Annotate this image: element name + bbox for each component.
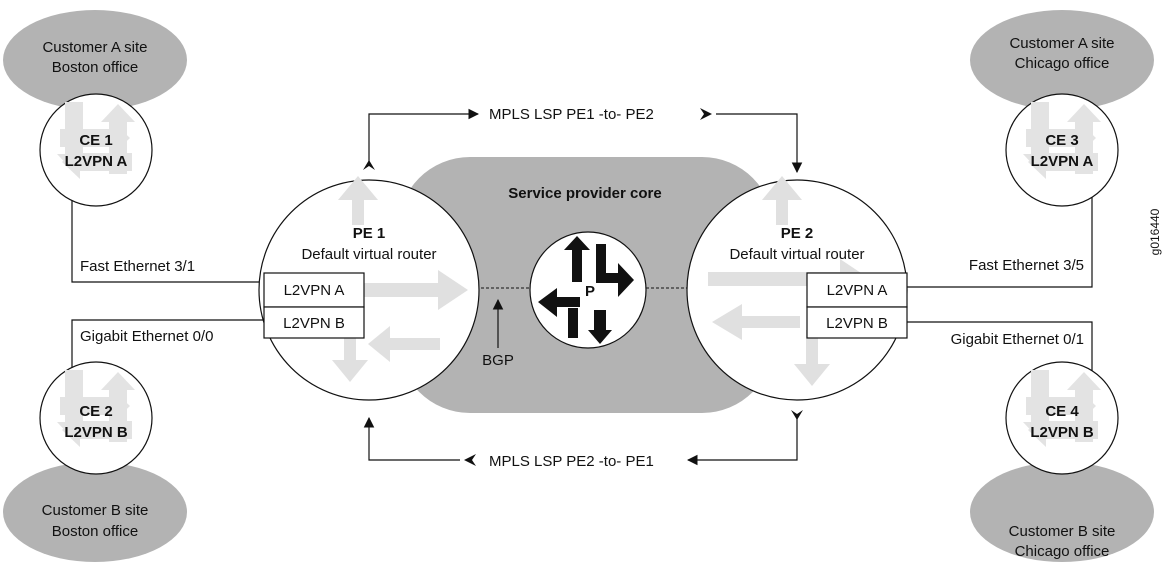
lsp-bottom-chevron-right bbox=[791, 410, 803, 420]
site-a-chicago-line1: Customer A site bbox=[1009, 35, 1114, 52]
lsp-top-chevron-right bbox=[700, 108, 712, 120]
router-pe1: PE 1 Default virtual router L2VPN A L2VP… bbox=[258, 176, 480, 401]
label-fe31: Fast Ethernet 3/1 bbox=[80, 258, 195, 275]
pe1-vpn-b-box bbox=[263, 306, 365, 339]
pe1-subtitle: Default virtual router bbox=[301, 246, 436, 263]
lsp-top-chevron-left bbox=[363, 160, 375, 170]
lsp-top-line-right bbox=[716, 113, 803, 174]
pe2-name: PE 2 bbox=[781, 225, 814, 242]
pe1-vpn-b: L2VPN B bbox=[283, 315, 345, 332]
pe2-vpn-a: L2VPN A bbox=[827, 282, 888, 299]
ce2-vpn: L2VPN B bbox=[64, 424, 128, 441]
site-a-chicago bbox=[970, 10, 1154, 110]
label-bgp: BGP bbox=[482, 352, 514, 369]
ce4-vpn: L2VPN B bbox=[1030, 424, 1094, 441]
ce3-vpn: L2VPN A bbox=[1031, 153, 1094, 170]
link-fast-ethernet-3-1 bbox=[71, 193, 264, 283]
pe1-arrow-left-icon bbox=[368, 326, 440, 362]
lsp-bottom-chevron-left bbox=[464, 454, 476, 466]
figure-id: g016440 bbox=[1148, 208, 1162, 255]
link-fast-ethernet-3-5 bbox=[895, 193, 1093, 288]
site-a-chicago-line2: Chicago office bbox=[1015, 55, 1110, 72]
p-arrow-up-right-icon bbox=[554, 236, 590, 282]
site-b-boston-line2: Boston office bbox=[52, 523, 138, 540]
label-fe35: Fast Ethernet 3/5 bbox=[969, 257, 1084, 274]
site-a-boston bbox=[3, 10, 187, 110]
site-b-chicago-line1: Customer B site bbox=[1009, 523, 1116, 540]
site-b-boston-line1: Customer B site bbox=[42, 502, 149, 519]
router-p: P bbox=[529, 231, 647, 349]
lsp-bottom-line-left bbox=[363, 416, 460, 461]
site-b-boston bbox=[3, 462, 187, 562]
router-pe2: PE 2 Default virtual router L2VPN A L2VP… bbox=[686, 176, 908, 401]
pe2-vpn-b: L2VPN B bbox=[826, 315, 888, 332]
pe2-arrow-left-icon bbox=[712, 304, 800, 340]
pe1-arrow-right-icon bbox=[306, 270, 468, 310]
site-b-chicago-line2: Chicago office bbox=[1015, 543, 1110, 560]
p-arrow-left-icon bbox=[538, 288, 580, 317]
pe2-arrow-up-icon bbox=[762, 176, 802, 225]
pe1-name: PE 1 bbox=[353, 225, 386, 242]
p-arrow-right-icon bbox=[596, 244, 634, 297]
router-ce3: CE 3 L2VPN A bbox=[1005, 93, 1119, 207]
ce1-vpn: L2VPN A bbox=[65, 153, 128, 170]
lsp-bottom-line-right bbox=[686, 416, 798, 466]
router-ce4: CE 4 L2VPN B bbox=[1005, 361, 1119, 475]
label-lsp-top: MPLS LSP PE1 -to- PE2 bbox=[489, 106, 654, 123]
router-ce1: CE 1 L2VPN A bbox=[39, 93, 153, 207]
p-arrow-down-left-icon bbox=[568, 308, 578, 338]
ce1-name: CE 1 bbox=[79, 132, 112, 149]
pe2-vpn-b-box bbox=[806, 306, 908, 339]
core-label: Service provider core bbox=[508, 185, 661, 202]
pe2-subtitle: Default virtual router bbox=[729, 246, 864, 263]
pe1-arrow-up-icon bbox=[338, 176, 378, 225]
pe1-vpn-a: L2VPN A bbox=[284, 282, 345, 299]
pe2-arrow-right-icon bbox=[708, 259, 870, 299]
ce2-name: CE 2 bbox=[79, 403, 112, 420]
ce4-name: CE 4 bbox=[1045, 403, 1079, 420]
label-ge00: Gigabit Ethernet 0/0 bbox=[80, 328, 213, 345]
site-b-chicago bbox=[970, 462, 1154, 562]
pe1-arrow-down-icon bbox=[332, 310, 368, 382]
label-ge01: Gigabit Ethernet 0/1 bbox=[951, 331, 1084, 348]
ce3-name: CE 3 bbox=[1045, 132, 1078, 149]
link-gigabit-ethernet-0-1 bbox=[895, 321, 1093, 394]
p-name: P bbox=[585, 283, 595, 300]
label-lsp-bottom: MPLS LSP PE2 -to- PE1 bbox=[489, 453, 654, 470]
pe2-arrow-down-icon bbox=[794, 330, 830, 386]
p-arrow-down-icon bbox=[588, 310, 622, 344]
site-a-boston-line1: Customer A site bbox=[42, 39, 147, 56]
router-ce2: CE 2 L2VPN B bbox=[39, 361, 153, 475]
site-a-boston-line2: Boston office bbox=[52, 59, 138, 76]
lsp-top-line-left bbox=[368, 108, 480, 166]
pe2-vpn-a-box bbox=[806, 272, 908, 308]
